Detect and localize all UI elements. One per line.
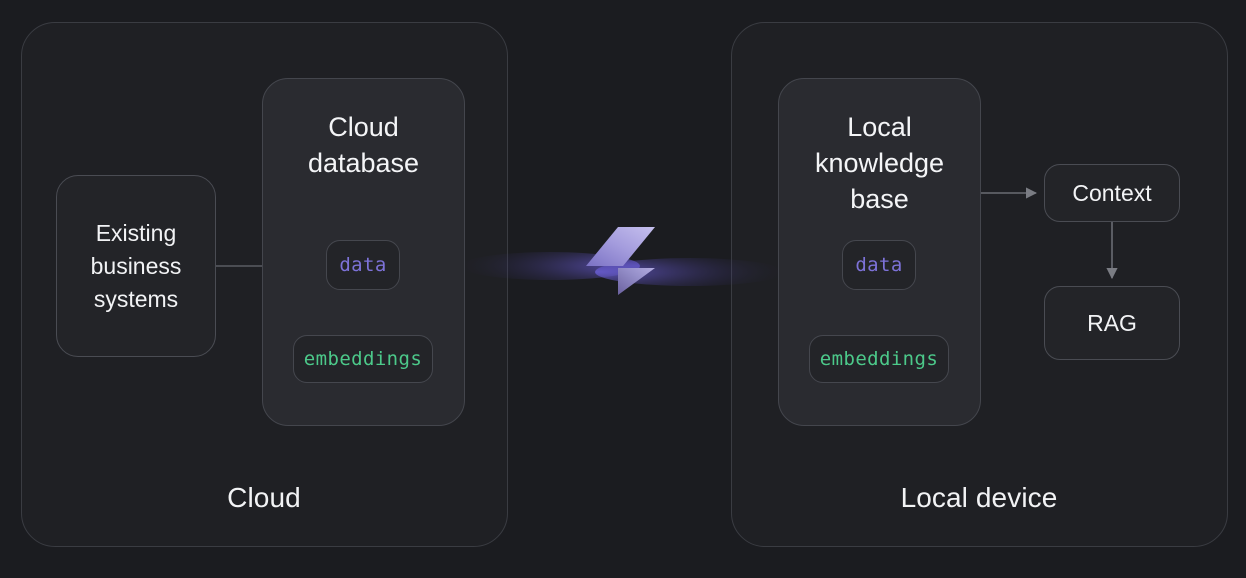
chip-cloud-data[interactable]: data — [326, 240, 400, 290]
panel-local-knowledge-base-title: Local knowledge base — [814, 112, 945, 214]
zone-local-device-label: Local device — [900, 482, 1058, 513]
chip-local-data[interactable]: data — [842, 240, 916, 290]
node-rag[interactable]: RAG — [1044, 286, 1180, 360]
node-existing-business-systems[interactable]: Existing business systems — [56, 175, 216, 357]
bolt-lower-segment — [618, 268, 655, 295]
node-existing-business-systems-label: Existing business systems — [90, 219, 182, 312]
node-context-label: Context — [1072, 179, 1152, 206]
chip-local-embeddings[interactable]: embeddings — [809, 335, 949, 383]
node-context[interactable]: Context — [1044, 164, 1180, 222]
panel-cloud-database-title: Cloud database — [307, 112, 420, 178]
chip-cloud-embeddings[interactable]: embeddings — [293, 335, 433, 383]
node-rag-label: RAG — [1087, 309, 1137, 336]
zone-cloud-label: Cloud — [227, 482, 301, 513]
bolt-upper-segment — [586, 227, 655, 266]
